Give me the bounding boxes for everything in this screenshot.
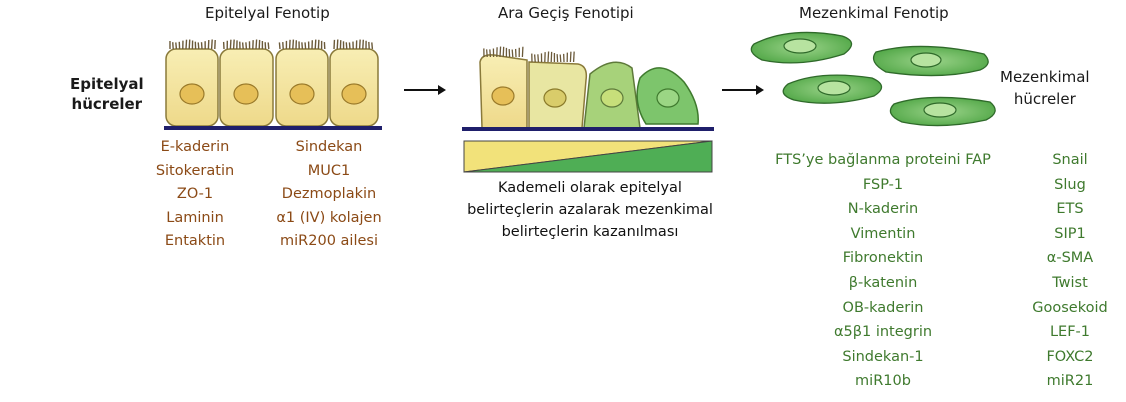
epithelial-cell-group — [164, 40, 382, 130]
intermediate-cell-group — [462, 47, 714, 131]
epithelial-cell — [220, 49, 273, 126]
marker-item: E-kaderin — [140, 136, 250, 160]
marker-item: α-SMA — [1022, 246, 1118, 271]
marker-item: Sitokeratin — [140, 160, 250, 184]
marker-item: FTS’ye bağlanma proteini FAP — [742, 148, 1024, 173]
basement-membrane — [462, 127, 714, 131]
epithelial-markers-list-1: E-kaderin Sitokeratin ZO-1 Laminin Entak… — [140, 136, 250, 254]
mesenchymal-markers-list-2: Snail Slug ETS SIP1 α-SMA Twist Goosekoi… — [1022, 148, 1118, 394]
mesenchymal-cell-group — [751, 32, 995, 125]
marker-item: N-kaderin — [742, 197, 1024, 222]
marker-item: SIP1 — [1022, 222, 1118, 247]
marker-item: MUC1 — [258, 160, 400, 184]
marker-item: ZO-1 — [140, 183, 250, 207]
mesenchymal-cell — [783, 75, 881, 103]
marker-item: FSP-1 — [742, 173, 1024, 198]
marker-item: Goosekoid — [1022, 296, 1118, 321]
microvilli — [170, 40, 372, 49]
marker-item: FOXC2 — [1022, 345, 1118, 370]
marker-item: Slug — [1022, 173, 1118, 198]
gradient-caption-line: belirteçlerin kazanılması — [440, 221, 740, 243]
marker-item: Snail — [1022, 148, 1118, 173]
gradient-caption-line: Kademeli olarak epitelyal — [440, 177, 740, 199]
marker-gradient-bar — [464, 141, 712, 172]
nucleus-icon — [234, 84, 258, 104]
marker-item: Fibronektin — [742, 246, 1024, 271]
epithelial-cell — [330, 49, 378, 126]
marker-item: Twist — [1022, 271, 1118, 296]
marker-item: Entaktin — [140, 230, 250, 254]
epithelial-cell — [166, 49, 218, 126]
marker-item: α1 (IV) kolajen — [258, 207, 400, 231]
basement-membrane — [164, 126, 382, 130]
mesenchymal-markers-list-1: FTS’ye bağlanma proteini FAP FSP-1 N-kad… — [742, 148, 1024, 394]
nucleus-icon — [180, 84, 204, 104]
mesenchymal-cell — [890, 97, 995, 125]
marker-item: miR200 ailesi — [258, 230, 400, 254]
marker-item: Sindekan — [258, 136, 400, 160]
nucleus-icon — [342, 84, 366, 104]
nucleus-icon — [657, 89, 679, 107]
gradient-caption: Kademeli olarak epitelyal belirteçlerin … — [440, 177, 740, 243]
marker-item: β-katenin — [742, 271, 1024, 296]
marker-item: OB-kaderin — [742, 296, 1024, 321]
nucleus-icon — [544, 89, 566, 107]
nucleus-icon — [784, 39, 816, 53]
gradient-caption-line: belirteçlerin azalarak mezenkimal — [440, 199, 740, 221]
marker-item: ETS — [1022, 197, 1118, 222]
nucleus-icon — [924, 103, 956, 117]
marker-item: miR10b — [742, 369, 1024, 394]
nucleus-icon — [601, 89, 623, 107]
arrow-right-icon — [404, 85, 446, 95]
mesenchymal-cell — [751, 32, 851, 62]
marker-item: LEF-1 — [1022, 320, 1118, 345]
marker-item: miR21 — [1022, 369, 1118, 394]
epithelial-markers-list-2: Sindekan MUC1 Dezmoplakin α1 (IV) kolaje… — [258, 136, 400, 254]
epithelial-cell — [276, 49, 328, 126]
nucleus-icon — [290, 84, 314, 104]
mesenchymal-cell — [874, 46, 989, 75]
marker-item: Sindekan-1 — [742, 345, 1024, 370]
marker-item: Vimentin — [742, 222, 1024, 247]
marker-item: Dezmoplakin — [258, 183, 400, 207]
marker-item: α5β1 integrin — [742, 320, 1024, 345]
nucleus-icon — [911, 53, 941, 67]
arrow-right-icon — [722, 85, 764, 95]
nucleus-icon — [818, 81, 850, 95]
nucleus-icon — [492, 87, 514, 105]
marker-item: Laminin — [140, 207, 250, 231]
